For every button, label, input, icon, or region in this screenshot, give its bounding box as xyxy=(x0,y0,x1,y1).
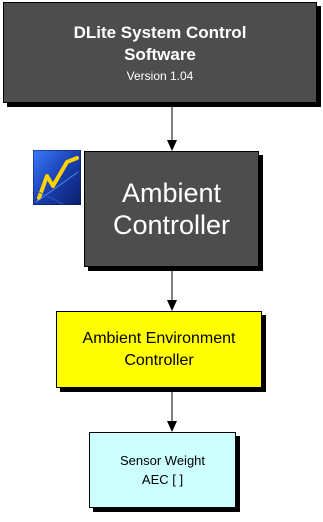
ambient-environment-controller-line1: Ambient Environment xyxy=(82,329,236,347)
ambient-controller-line1: Ambient xyxy=(121,178,222,208)
sensor-weight-line1: Sensor Weight xyxy=(119,453,206,468)
system-software-title-line2: Software xyxy=(124,44,196,64)
edge-ambient-to-aec-arrowhead xyxy=(167,300,177,311)
sensor-weight-node[interactable]: Sensor Weight AEC [ ] xyxy=(89,432,236,508)
system-software-title-line1: DLite System Control xyxy=(73,22,247,42)
ambient-environment-controller-line2: Controller xyxy=(124,351,194,369)
ambient-environment-controller-node[interactable]: Ambient Environment Controller xyxy=(56,311,262,388)
chart-logo-icon[interactable] xyxy=(33,150,81,205)
sensor-weight-line2: AEC [ ] xyxy=(141,472,184,487)
edge-aec-to-sensor-arrowhead xyxy=(167,421,177,432)
system-software-node[interactable]: DLite System Control Software Version 1.… xyxy=(3,2,317,103)
ambient-controller-line2: Controller xyxy=(112,210,231,240)
ambient-controller-node[interactable]: Ambient Controller xyxy=(84,151,259,267)
edge-system-to-ambient-arrowhead xyxy=(167,140,177,151)
system-software-version: Version 1.04 xyxy=(126,68,194,83)
